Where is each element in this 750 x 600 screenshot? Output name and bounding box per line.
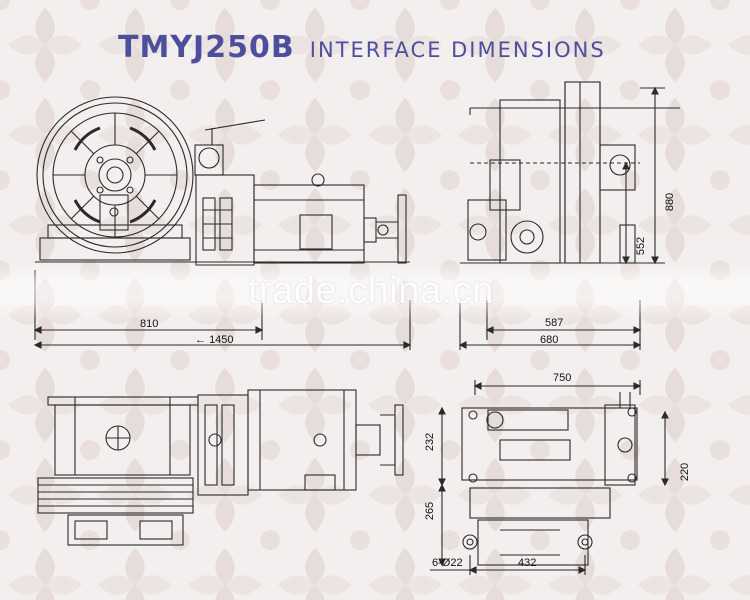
dim-1450: ← 1450: [195, 334, 234, 346]
dim-680: 680: [540, 334, 559, 346]
dim-holes: 6-Ø22: [432, 557, 463, 569]
watermark-band: [0, 262, 750, 320]
page-title: TMYJ250B INTERFACE DIMENSIONS: [118, 30, 606, 65]
dim-265: 265: [424, 501, 437, 521]
dim-232: 232: [424, 432, 437, 452]
watermark: trade.china.cn: [248, 270, 494, 312]
dim-587: 587: [545, 317, 564, 329]
bed-plate-view: [430, 380, 669, 575]
dim-750: 750: [553, 372, 572, 384]
dim-880: 880: [664, 192, 677, 212]
top-view: [37, 389, 404, 546]
model-name: TMYJ250B: [118, 30, 295, 65]
dim-220: 220: [679, 462, 692, 482]
dim-552: 552: [635, 236, 648, 256]
dim-810: 810: [140, 318, 159, 330]
dim-1450-value: 1450: [209, 334, 234, 346]
dim-432: 432: [518, 557, 537, 569]
title-subtitle: INTERFACE DIMENSIONS: [309, 38, 606, 62]
